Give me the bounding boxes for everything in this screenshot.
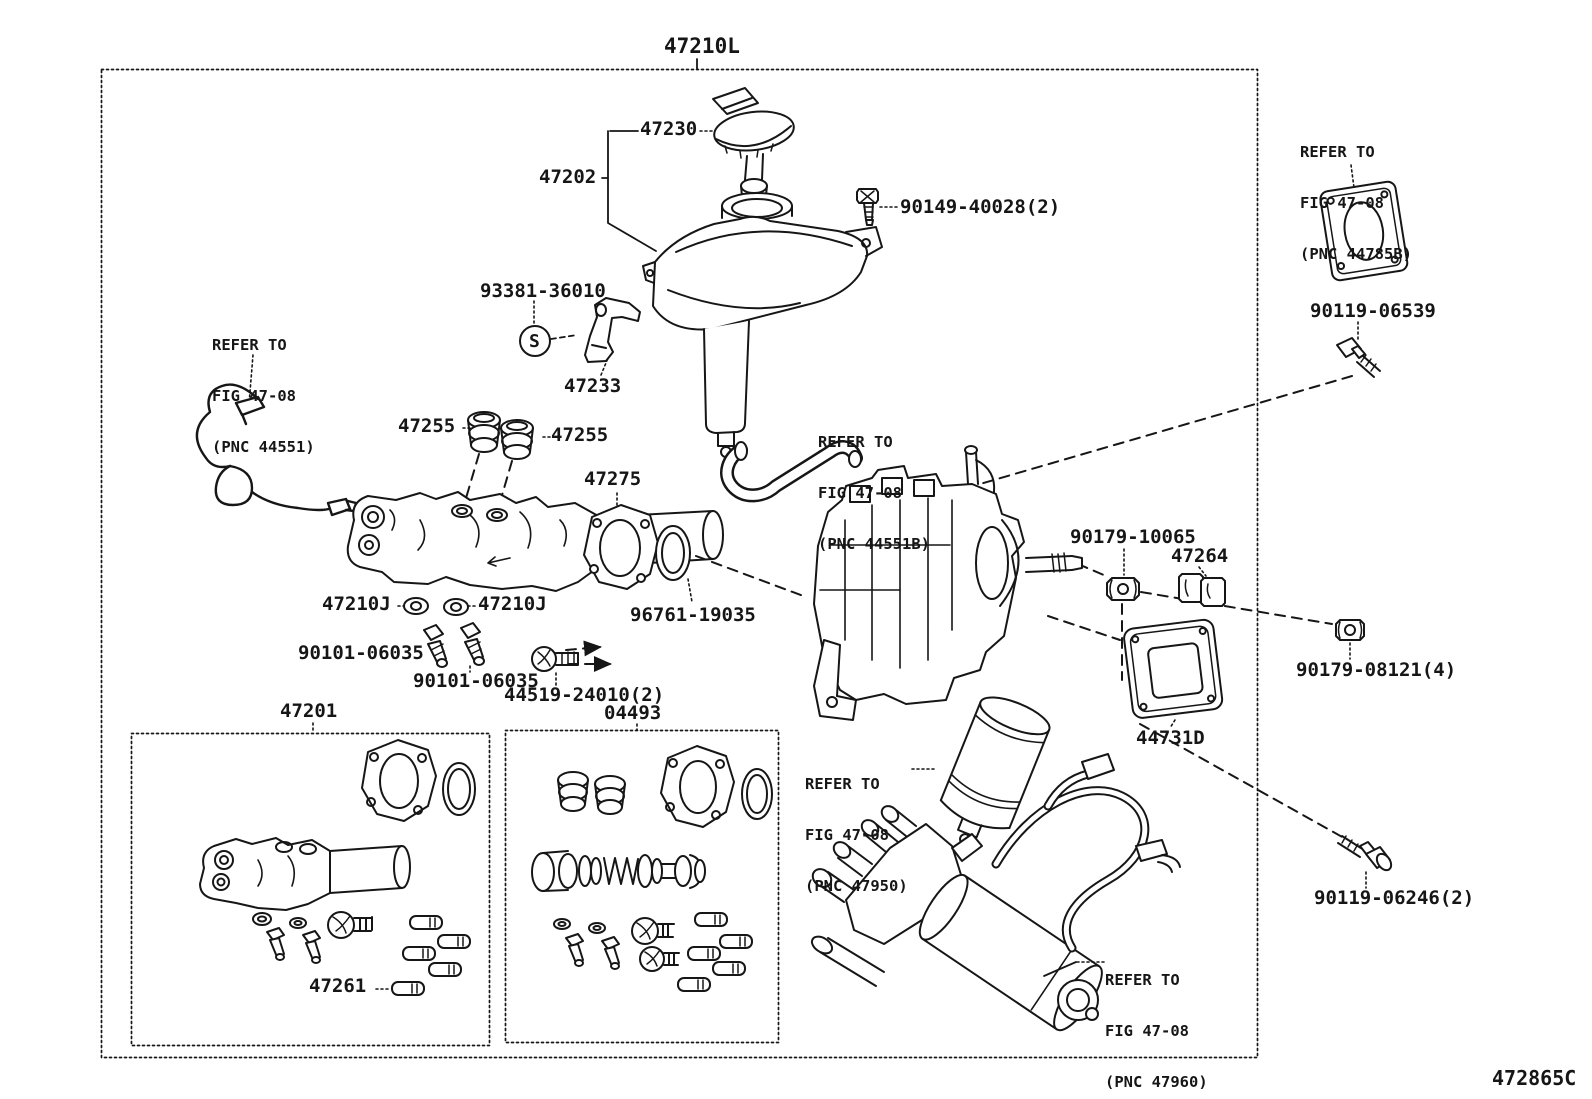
refer-note-line: REFER TO <box>1300 143 1375 161</box>
leader-solid <box>601 58 1077 977</box>
refer-note-line: REFER TO <box>818 433 893 451</box>
piston-kit-assembly <box>531 850 706 892</box>
label-47264: 47264 <box>1171 545 1229 567</box>
wire-clip-44551-part <box>195 383 358 517</box>
refer-note-line: FIG 47-08 <box>805 826 889 844</box>
label-47255-right: 47255 <box>551 424 609 446</box>
label-47230: 47230 <box>640 118 698 140</box>
label-90179-10065: 90179-10065 <box>1070 526 1196 548</box>
screw-90149-part <box>856 188 879 226</box>
nut-90179-08121-part <box>1335 619 1365 641</box>
label-90119-06539: 90119-06539 <box>1310 300 1436 322</box>
gasket-44785b-part <box>1319 180 1409 282</box>
kit-box-04493 <box>504 729 780 1044</box>
label-47210j-left: 47210J <box>322 593 391 615</box>
reservoir-cap-part <box>712 87 795 201</box>
pump-motor-47960-part <box>810 753 1181 1032</box>
main-border-box <box>100 68 1259 1059</box>
label-90119-06246: 90119-06246(2) <box>1314 887 1475 909</box>
grommet-47210j-left-part <box>403 597 429 615</box>
refer-note-line: (PNC 47950) <box>805 877 908 895</box>
nut-90179-10065-part <box>1106 577 1140 601</box>
oring-96761-part <box>655 525 691 581</box>
reservoir-tank-part <box>642 192 883 458</box>
abs-actuator-part <box>813 445 1083 721</box>
bleeder-90101-a-part <box>423 624 448 668</box>
label-47261: 47261 <box>309 975 367 997</box>
refer-note-line: FIG 47-08 <box>1105 1022 1189 1040</box>
s-symbol-letter: S <box>529 331 540 352</box>
accumulator-47950-part <box>939 696 1051 846</box>
label-44519-24010: 44519-24010(2) <box>504 684 665 706</box>
bleeder-90101-b-part <box>460 622 485 666</box>
gasket-44731d-part <box>1123 618 1224 719</box>
label-44731d: 44731D <box>1136 727 1205 749</box>
refer-note-line: (PNC 44785B) <box>1300 245 1412 263</box>
hose-44551b-part <box>720 440 863 503</box>
master-cylinder-part <box>346 491 724 592</box>
figure-footer-code: 472865C <box>1492 1066 1577 1090</box>
refer-note-line: REFER TO <box>212 336 287 354</box>
label-47255-left: 47255 <box>398 415 456 437</box>
label-47201: 47201 <box>280 700 338 722</box>
cap-47255-right-part <box>500 419 534 460</box>
bolt-90119-06539-part <box>1336 337 1381 378</box>
refer-note-47950: REFER TO FIG 47-08 (PNC 47950) <box>805 742 908 912</box>
refer-note-44551b: REFER TO FIG 47-08 (PNC 44551B) <box>818 400 930 570</box>
label-47202: 47202 <box>539 166 597 188</box>
bolt-90119-06246-part <box>1337 835 1393 872</box>
kit-47201-contents <box>199 739 476 996</box>
refer-note-line: FIG 47-08 <box>818 484 902 502</box>
refer-note-line: FIG 47-08 <box>212 387 296 405</box>
label-96761-19035: 96761-19035 <box>630 604 756 626</box>
figure-title: 47210L <box>664 34 740 58</box>
clamp-47264-part <box>1178 573 1226 607</box>
label-93381-36010: 93381-36010 <box>480 280 606 302</box>
refer-note-44551: REFER TO FIG 47-08 (PNC 44551) <box>212 303 315 473</box>
gasket-47275-part <box>583 504 659 590</box>
label-47275: 47275 <box>584 468 642 490</box>
refer-note-44785b: REFER TO FIG 47-08 (PNC 44785B) <box>1300 110 1412 280</box>
s-symbol-dash <box>550 334 578 340</box>
cap-47255-left-part <box>467 411 501 453</box>
grommet-47210j-right-part <box>443 598 469 616</box>
refer-note-line: (PNC 47960) <box>1105 1073 1208 1091</box>
label-90101-06035-b: 90101-06035 <box>413 670 539 692</box>
refer-note-line: (PNC 44551) <box>212 438 315 456</box>
kit-04493-contents <box>531 745 773 992</box>
label-47210j-right: 47210J <box>478 593 547 615</box>
refer-note-line: (PNC 44551B) <box>818 535 930 553</box>
label-90179-08121: 90179-08121(4) <box>1296 659 1457 681</box>
refer-note-line: REFER TO <box>1105 971 1180 989</box>
label-90101-06035-a: 90101-06035 <box>298 642 424 664</box>
label-90149-40028: 90149-40028(2) <box>900 196 1061 218</box>
s-symbol-circle <box>519 325 551 357</box>
refer-note-line: REFER TO <box>805 775 880 793</box>
refer-note-line: FIG 47-08 <box>1300 194 1384 212</box>
refer-note-47960: REFER TO FIG 47-08 (PNC 47960) <box>1105 938 1208 1099</box>
bracket-47233-part <box>584 297 641 363</box>
label-04493: 04493 <box>604 702 662 724</box>
bolt-44519-part <box>531 646 579 672</box>
label-47233: 47233 <box>564 375 622 397</box>
